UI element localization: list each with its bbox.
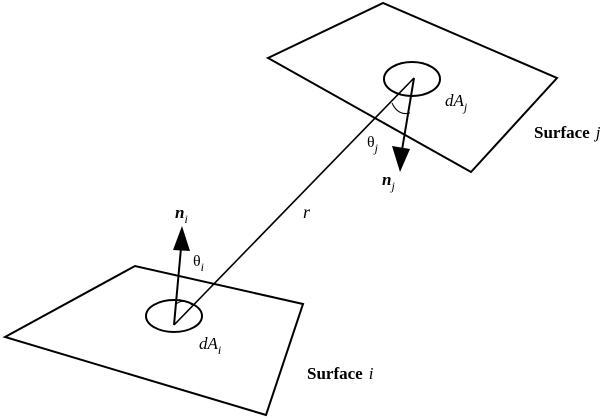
- surface-i-plane: [2, 264, 305, 417]
- label-distance-r: r: [303, 202, 311, 222]
- normal-arrowhead-i: [173, 226, 190, 251]
- area-element-i: [145, 299, 203, 333]
- label-normal-j: nj: [382, 170, 395, 193]
- label-theta-j: θj: [367, 134, 379, 155]
- label-area-i: dAi: [199, 334, 221, 357]
- normal-vector-i: [173, 247, 182, 326]
- label-theta-i: θi: [193, 253, 204, 274]
- label-normal-i: ni: [175, 203, 188, 226]
- surface-j-plane: [265, 1, 559, 174]
- normal-arrowhead-j: [392, 146, 410, 172]
- angle-arc-i: [175, 300, 193, 306]
- normal-vector-j: [401, 77, 415, 151]
- line-of-sight-r: [173, 77, 415, 326]
- label-area-j: dAj: [445, 91, 468, 114]
- angle-arc-j: [391, 102, 411, 114]
